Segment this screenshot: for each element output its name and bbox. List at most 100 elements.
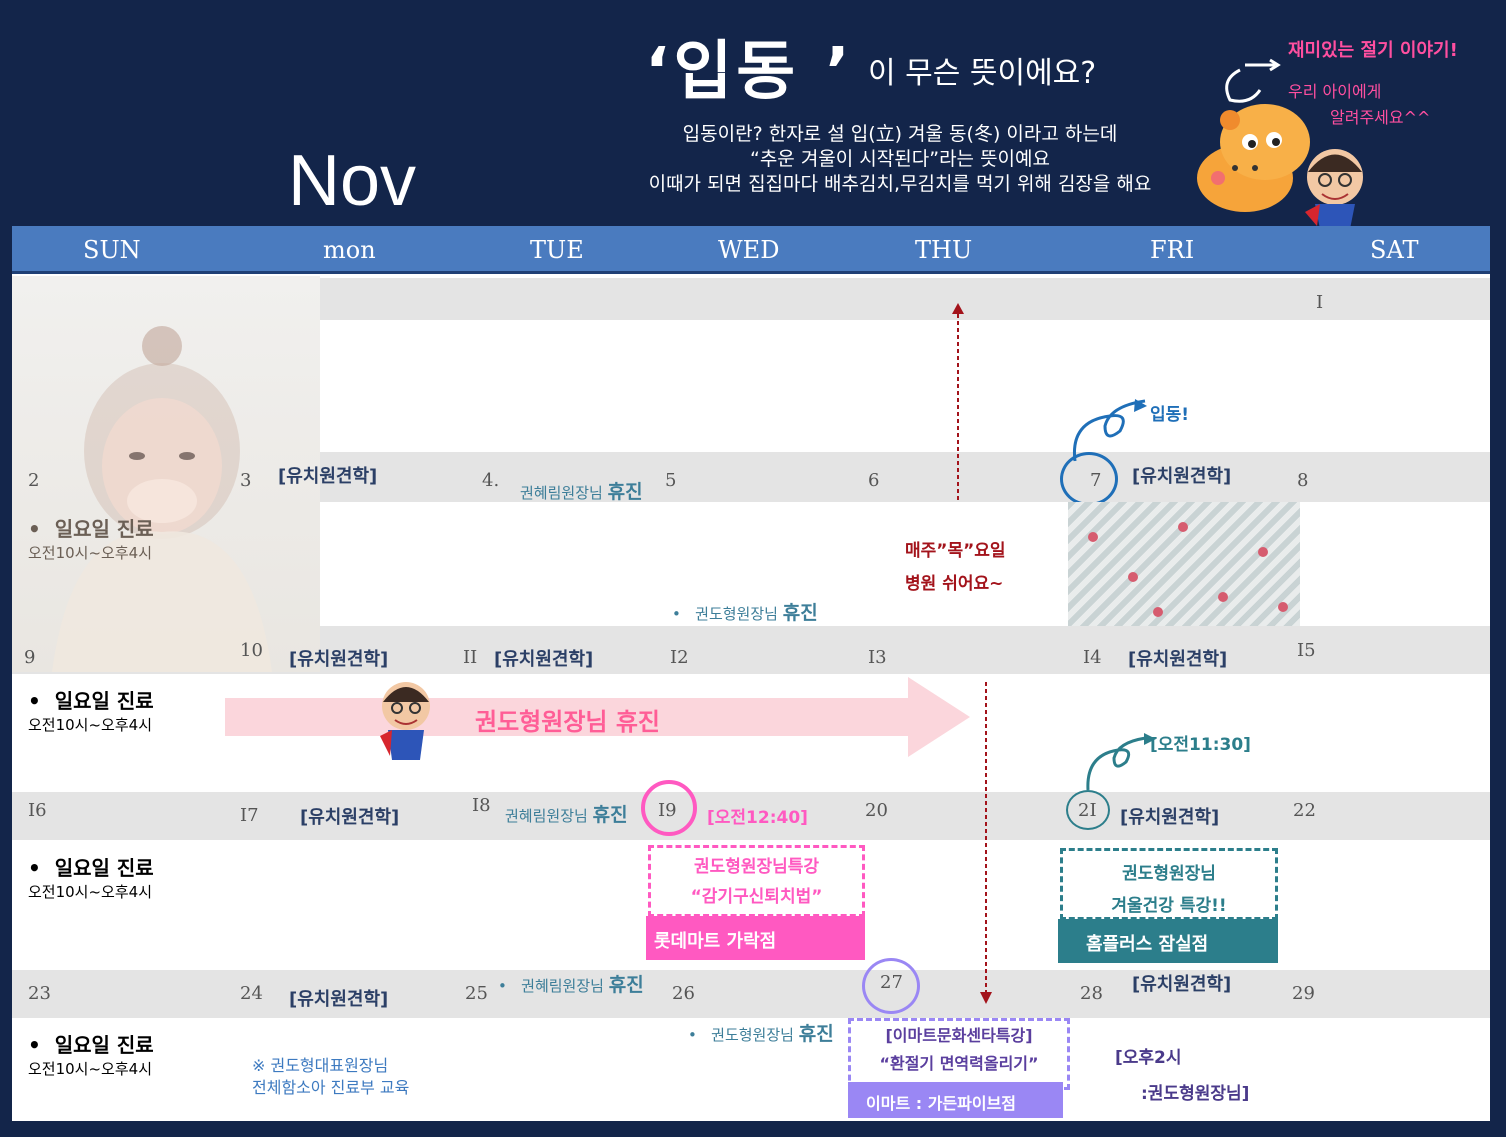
snow-berries-photo	[1068, 502, 1300, 626]
vacation-doctor: 권혜림원장님	[520, 484, 603, 502]
date-26: 26	[672, 983, 695, 1004]
date-11: II	[463, 647, 478, 668]
date-17: I7	[240, 805, 259, 826]
lotte-location: 롯데마트 가락점	[646, 916, 865, 960]
berry-icon	[1088, 532, 1098, 542]
vacation-doctor: 권혜림원장님	[521, 977, 604, 995]
fun-text-1: 재미있는 절기 이야기!	[1288, 40, 1458, 61]
date-1: I	[1316, 292, 1324, 313]
date-10: 10	[240, 640, 263, 661]
date-5: 5	[665, 470, 677, 491]
vacation-arrow-body	[225, 698, 910, 736]
page-subtitle: 이 무슨 뜻이에요?	[868, 56, 1097, 91]
vacation-26: • 권도형원장님 휴진	[688, 1023, 834, 1045]
fun-text-3: 알려주세요^^	[1330, 108, 1431, 127]
doctor-avatar-icon	[1305, 149, 1363, 229]
vacation-word: 휴진	[782, 602, 818, 624]
sunday-title: • 일요일 진료	[28, 517, 154, 541]
vacation-doctor: 권혜림원장님	[505, 807, 588, 825]
ipdong-swirl-icon	[1072, 399, 1147, 462]
lotte-lecture-box	[648, 845, 865, 917]
vacation-4: 권혜림원장님 휴진	[520, 477, 643, 504]
tag-11: [유치원견학]	[494, 649, 594, 670]
thursday-up-arrow-icon	[952, 303, 964, 500]
vacation-doctor: 권도형원장님	[711, 1026, 794, 1044]
sunday-clinic-3: • 일요일 진료 오전10시~오후4시	[28, 852, 154, 902]
tag-17: [유치원견학]	[300, 807, 400, 828]
lotte-lecture-line-1: 권도형원장님특강	[693, 857, 820, 877]
weekday-mon: mon	[323, 236, 376, 264]
sunday-clinic-1: • 일요일 진료 오전10시~오후4시	[28, 513, 154, 563]
lotte-lecture-line-2: “감기구신퇴치법”	[690, 887, 823, 907]
sunday-hours: 오전10시~오후4시	[28, 716, 152, 734]
weekday-sun: SUN	[83, 236, 141, 264]
pm2-line-2: :권도형원장님]	[1141, 1084, 1250, 1104]
date-19-circle	[641, 780, 697, 836]
homeplus-lecture-text: 권도형원장님 겨울건강 특강!!	[1060, 858, 1278, 922]
explain-line-1: 입동이란? 한자로 설 입(立) 겨울 동(冬) 이라고 하는데	[682, 123, 1118, 145]
explain-line-2: “추운 겨울이 시작된다”라는 뜻이예요	[749, 148, 1050, 170]
tag-14: [유치원견학]	[1128, 649, 1228, 670]
date-14: I4	[1083, 647, 1102, 668]
hippo-mascot-icon	[1197, 58, 1310, 212]
time-1130: [오전11:30]	[1150, 735, 1251, 755]
sunday-clinic-4: • 일요일 진료 오전10시~오후4시	[28, 1029, 154, 1079]
sunday-title: • 일요일 진료	[28, 856, 154, 880]
date-24: 24	[240, 983, 263, 1004]
fun-text-2: 우리 아이에게	[1288, 82, 1382, 101]
ipdong-explanation: 입동이란? 한자로 설 입(立) 겨울 동(冬) 이라고 하는데 “추운 겨울이…	[560, 122, 1240, 197]
date-28: 28	[1080, 983, 1103, 1004]
sunday-title: • 일요일 진료	[28, 689, 154, 713]
staff-education-line-1: ※ 권도형대표원장님	[252, 1056, 389, 1075]
homeplus-lecture-line-2: 겨울건강 특강!!	[1111, 896, 1227, 916]
weekday-tue: TUE	[530, 236, 584, 264]
emart-lecture-line-2: “환절기 면역력올리기”	[879, 1054, 1039, 1073]
date-23: 23	[28, 983, 51, 1004]
weekday-sat: SAT	[1370, 236, 1419, 264]
emart-location: 이마트 : 가든파이브점	[848, 1082, 1063, 1118]
thursday-closed-note: 매주”목”요일 병원 쉬어요~	[905, 535, 1006, 601]
homeplus-lecture-line-1: 권도형원장님	[1122, 864, 1216, 884]
lotte-lecture-text: 권도형원장님특강 “감기구신퇴치법”	[648, 852, 865, 912]
tag-3: [유치원견학]	[278, 466, 378, 487]
date-18: I8	[472, 795, 491, 816]
explain-line-3: 이때가 되면 집집마다 배추김치,무김치를 먹기 위해 김장을 해요	[648, 173, 1152, 195]
staff-education-note: ※ 권도형대표원장님 전체함소아 진료부 교육	[252, 1055, 409, 1099]
date-12: I2	[670, 647, 689, 668]
time-swirl-icon	[1086, 733, 1156, 791]
tag-24: [유치원견학]	[289, 989, 389, 1010]
sunday-clinic-2: • 일요일 진료 오전10시~오후4시	[28, 685, 154, 735]
sunday-hours: 오전10시~오후4시	[28, 883, 152, 901]
girl-illustration-icon	[52, 326, 272, 672]
time-1240: [오전12:40]	[707, 808, 808, 828]
date-21-circle	[1066, 790, 1110, 830]
sunday-title: • 일요일 진료	[28, 1033, 154, 1057]
date-6: 6	[868, 470, 880, 491]
tag-28: [유치원견학]	[1132, 974, 1232, 995]
berry-icon	[1258, 547, 1268, 557]
date-29: 29	[1292, 983, 1315, 1004]
vacation-doctor: 권도형원장님	[695, 605, 778, 623]
homeplus-location: 홈플러스 잠실점	[1058, 919, 1278, 963]
doctor-avatar-icon	[380, 682, 430, 760]
pm2-note: [오후2시 :권도형원장님]	[1115, 1040, 1249, 1112]
vacation-word: 휴진	[607, 481, 643, 503]
week-band-5	[12, 970, 1490, 1018]
berry-icon	[1153, 607, 1163, 617]
weekday-thu: THU	[915, 236, 973, 264]
date-13: I3	[868, 647, 887, 668]
sunday-hours: 오전10시~오후4시	[28, 1060, 152, 1078]
berry-icon	[1128, 572, 1138, 582]
vacation-word: 휴진	[798, 1023, 834, 1045]
date-16: I6	[28, 800, 47, 821]
week-band-4	[12, 792, 1490, 840]
staff-education-line-2: 전체함소아 진료부 교육	[252, 1078, 410, 1097]
sunday-hours: 오전10시~오후4시	[28, 544, 152, 562]
weekday-wed: WED	[718, 236, 780, 264]
date-20: 20	[865, 800, 888, 821]
thursday-note-line-2: 병원 쉬어요~	[905, 574, 1004, 594]
vacation-word: 휴진	[592, 804, 628, 826]
pm2-line-1: [오후2시	[1115, 1048, 1182, 1068]
weekday-fri: FRI	[1150, 236, 1195, 264]
